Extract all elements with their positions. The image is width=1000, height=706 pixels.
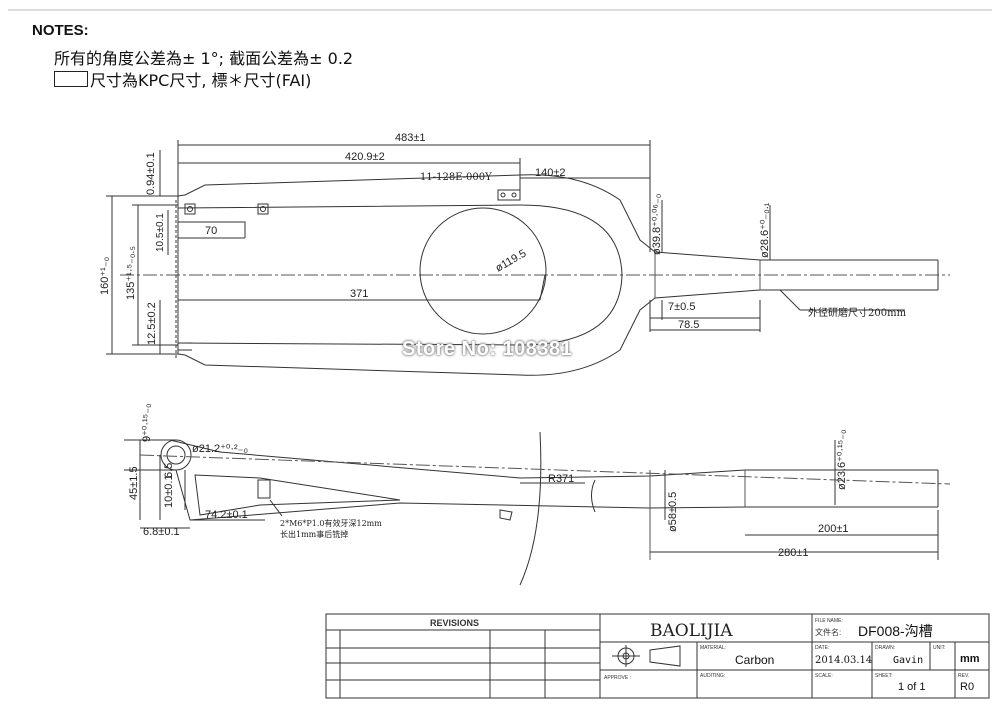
side-outline-lower <box>175 469 938 521</box>
dim-7: 7±0.5 <box>668 301 695 313</box>
dim-371: 371 <box>350 288 368 300</box>
projection-symbol-icon <box>612 645 681 667</box>
scale-label: SCALE: <box>815 673 833 679</box>
sheet-value: 1 of 1 <box>898 681 926 693</box>
dim-6-8: 6.8±0.1 <box>143 526 180 538</box>
sheet-label: SHEET: <box>875 673 893 679</box>
part-number: 11-128E-000Y <box>420 172 492 183</box>
dim-280: 280±1 <box>778 547 809 559</box>
thread-note-1: 2*M6*P1.0有效牙深12mm <box>280 518 382 528</box>
unit-label: UNIT: <box>933 645 946 651</box>
drawn-value: Gavin <box>893 655 923 666</box>
auditing-label: AUDITING: <box>700 673 725 679</box>
dim-10: 10±0.1 <box>163 474 175 508</box>
dim-74-2: 74.2±0.1 <box>205 509 248 521</box>
dim-10-5: 10.5±0.1 <box>155 213 166 252</box>
top-outline-upper <box>177 174 938 261</box>
dia-23-6: ø23.6⁺⁰·¹⁵₋₀ <box>836 429 848 490</box>
dia-21-2: ø21.2⁺⁰·²₋₀ <box>192 443 248 455</box>
company-name: BAOLIJIA <box>650 621 733 641</box>
dim-70: 70 <box>205 225 217 237</box>
top-inner-contour <box>177 204 623 346</box>
top-outline-lower <box>177 289 938 376</box>
grinding-note: 外径研磨尺寸200mm <box>808 306 907 319</box>
dim-0-94: 0.94±0.1 <box>145 152 157 195</box>
unit-value: mm <box>960 653 980 665</box>
dim-overall-length: 483±1 <box>395 132 426 144</box>
material-label: MATERIAL: <box>700 645 726 651</box>
side-inner-contour <box>194 474 401 516</box>
dia-28-6: ø28.6⁺⁰₋₀.₁ <box>759 202 771 258</box>
dim-135: 135⁺¹·⁵₋₀.₅ <box>125 246 137 300</box>
side-arc <box>519 431 542 586</box>
date-label: DATE: <box>815 645 829 651</box>
thread-note-2: 长出1mm事后铣掉 <box>280 529 348 539</box>
rev-value: R0 <box>960 681 974 693</box>
dim-200: 200±1 <box>818 523 849 535</box>
dim-6-5: 6.5 <box>163 463 175 478</box>
note-tolerance: 所有的角度公差為± 1°; 截面公差為± 0.2 <box>54 49 354 68</box>
dim-r371: R371 <box>548 473 574 485</box>
dia-58: ø58±0.5 <box>667 492 679 532</box>
note-kpc: 尺寸為KPC尺寸, 標＊尺寸(FAI) <box>54 67 311 91</box>
title-block-lines <box>325 613 990 699</box>
rev-label: REV. <box>958 673 969 679</box>
dim-circle-dia: ø119.5 <box>494 247 529 274</box>
dim-160: 160⁺¹₋₀ <box>99 257 111 295</box>
dim-45: 45±1.5 <box>128 466 140 500</box>
note-kpc-text: 尺寸為KPC尺寸, 標＊尺寸(FAI) <box>90 71 312 90</box>
file-name-label-cn: 文件名: <box>815 627 841 637</box>
file-name-label: FILE NAME: <box>815 618 843 624</box>
side-outline-upper <box>169 439 938 479</box>
dim-12-5: 12.5±0.2 <box>146 302 158 345</box>
material-value: Carbon <box>735 653 774 667</box>
date-value: 2014.03.14 <box>815 655 872 666</box>
kpc-box-icon <box>54 71 88 87</box>
notes-title: NOTES: <box>32 22 89 39</box>
file-name-value: DF008-沟槽 <box>858 623 933 639</box>
approve-label: APPROVE : <box>604 675 631 681</box>
store-watermark: Store No: 108381 <box>402 338 573 360</box>
dim-78-5: 78.5 <box>678 319 699 331</box>
top-circle <box>419 207 547 335</box>
revisions-label: REVISIONS <box>430 618 479 628</box>
dia-39-8: ø39.8⁺⁰·⁰⁶₋₀ <box>651 194 663 255</box>
dim-length-420: 420.9±2 <box>345 151 385 163</box>
dim-9: 9⁺⁰·¹⁵₋₀ <box>141 403 153 442</box>
dim-length-140: 140±2 <box>535 167 566 179</box>
drawn-label: DRAWN: <box>875 645 895 651</box>
